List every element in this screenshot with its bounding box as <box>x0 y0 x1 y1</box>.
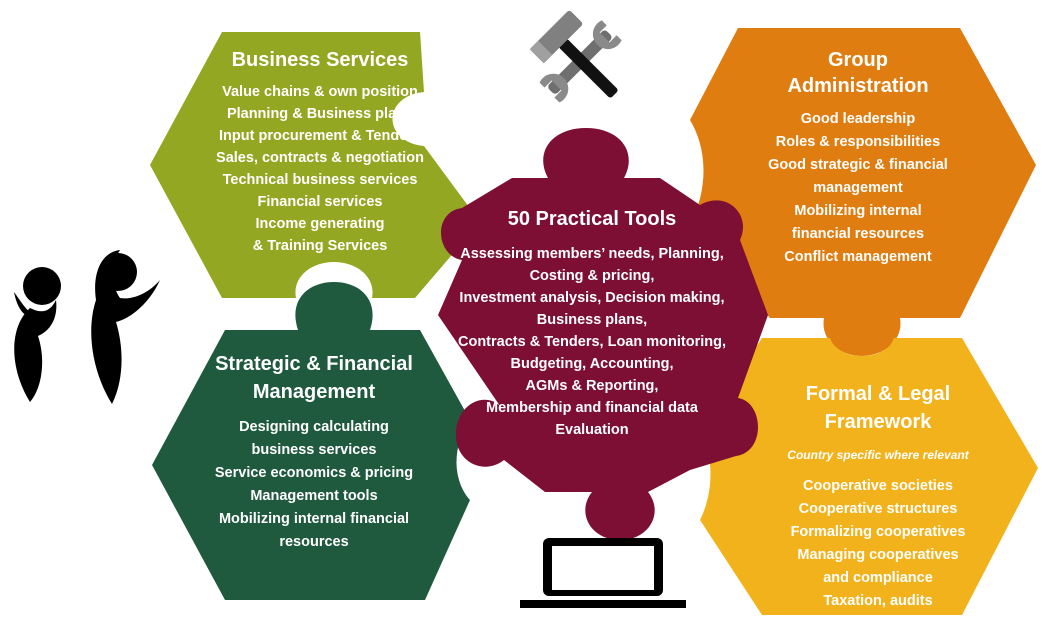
laptop-icon <box>520 538 686 608</box>
strategic-financial-item: resources <box>279 534 348 550</box>
group-administration-item: management <box>813 180 903 196</box>
practical-tools-shape <box>438 128 768 540</box>
business-services-shape <box>150 32 480 298</box>
formal-legal-item: and compliance <box>823 570 933 586</box>
strategic-financial-item: Management tools <box>250 488 377 504</box>
practical-tools-item: Business plans, <box>537 312 647 328</box>
formal-legal-item: Cooperative societies <box>803 478 953 494</box>
strategic-financial-item: Mobilizing internal financial <box>219 511 409 527</box>
group-administration-item: Mobilizing internal <box>794 203 921 219</box>
formal-legal-item: Formalizing cooperatives <box>791 524 966 540</box>
strategic-financial-item: business services <box>252 442 377 458</box>
practical-tools-item: Budgeting, Accounting, <box>511 356 674 372</box>
hammer-wrench-icon <box>529 10 622 103</box>
business-services-item: & Training Services <box>253 238 388 254</box>
business-services-item: Financial services <box>258 194 383 210</box>
practical-tools-item: Costing & pricing, <box>530 268 655 284</box>
business-services-item: Sales, contracts & negotiation <box>216 150 424 166</box>
strategic-financial-item: Designing calculating <box>239 419 389 435</box>
group-administration-item: Good strategic & financial <box>768 157 948 173</box>
practical-tools-item: Assessing members’ needs, Planning, <box>460 246 724 262</box>
practical-tools-item: AGMs & Reporting, <box>526 378 659 394</box>
group-administration-item: Good leadership <box>801 111 916 127</box>
practical-tools-item: Investment analysis, Decision making, <box>459 290 724 306</box>
formal-legal-shape <box>700 338 1038 615</box>
group-administration-item: Conflict management <box>784 249 932 265</box>
business-services-item: Planning & Business plans <box>227 106 413 122</box>
formal-legal-subtitle: Country specific where relevant <box>787 448 969 462</box>
business-services-item: Income generating <box>256 216 385 232</box>
practical-tools-item: Membership and financial data <box>486 400 699 416</box>
strategic-financial-title: Management <box>253 381 376 403</box>
business-services-item: Value chains & own position <box>222 84 418 100</box>
practical-tools-piece: 50 Practical Tools Assessing members’ ne… <box>438 128 768 540</box>
formal-legal-title: Framework <box>825 411 933 433</box>
business-services-piece: Business Services Value chains & own pos… <box>150 32 480 298</box>
strategic-financial-piece: Strategic & Financial Management Designi… <box>152 282 470 600</box>
strategic-financial-item: Service economics & pricing <box>215 465 413 481</box>
practical-tools-title: 50 Practical Tools <box>508 208 677 230</box>
group-administration-title: Group <box>828 49 888 71</box>
two-people-icon <box>14 250 160 404</box>
strategic-financial-title: Strategic & Financial <box>215 353 413 375</box>
formal-legal-item: Cooperative structures <box>799 501 958 517</box>
business-services-item: Input procurement & Tenders <box>219 128 421 144</box>
formal-legal-item: Taxation, audits <box>823 593 932 609</box>
group-administration-item: Roles & responsibilities <box>776 134 940 150</box>
formal-legal-title: Formal & Legal <box>806 383 950 405</box>
formal-legal-piece: Formal & Legal Framework Country specifi… <box>700 338 1038 615</box>
formal-legal-item: Managing cooperatives <box>797 547 958 563</box>
group-administration-title: Administration <box>787 75 928 97</box>
group-administration-piece: Group Administration Good leadership Rol… <box>690 28 1036 356</box>
business-services-title: Business Services <box>232 49 409 71</box>
strategic-financial-shape <box>152 282 470 600</box>
group-administration-shape <box>690 28 1036 356</box>
group-administration-item: financial resources <box>792 226 924 242</box>
business-services-item: Technical business services <box>223 172 418 188</box>
practical-tools-item: Contracts & Tenders, Loan monitoring, <box>458 334 726 350</box>
practical-tools-item: Evaluation <box>555 422 628 438</box>
